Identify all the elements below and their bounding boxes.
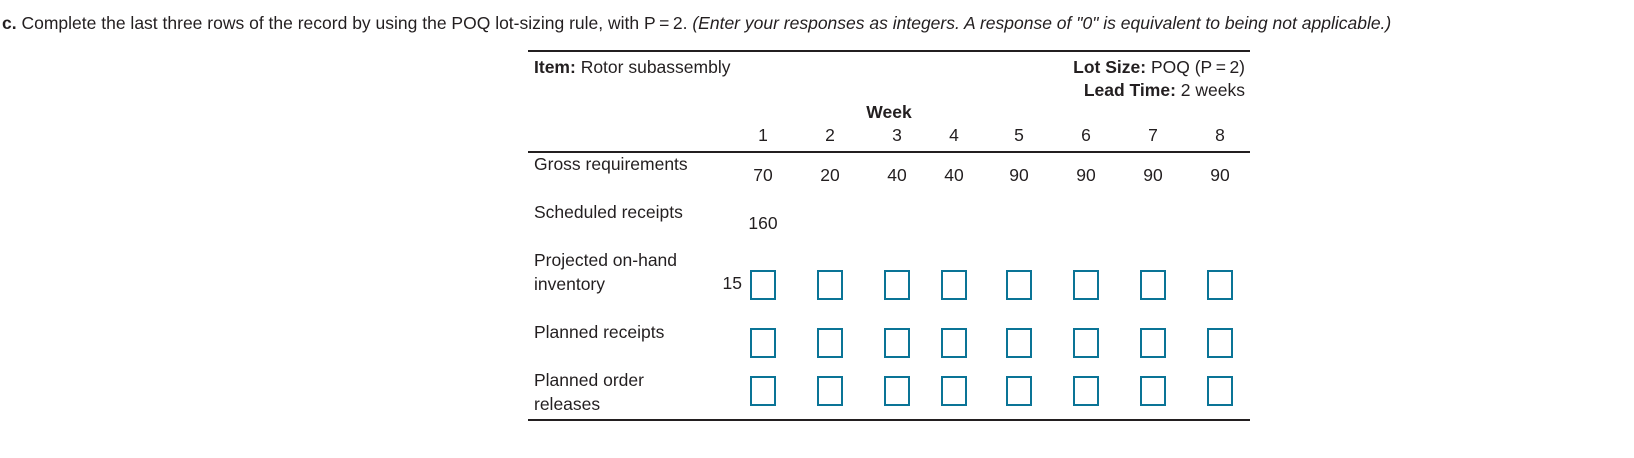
input-projected-on-hand-inventory-week-2[interactable] <box>817 270 843 300</box>
table-bottom-rule <box>528 419 1250 421</box>
table-header-rule <box>528 151 1250 153</box>
row-planned-order-releases: Planned order releases <box>528 369 1250 419</box>
question-text: Complete the last three rows of the reco… <box>21 13 688 33</box>
input-projected-on-hand-inventory-week-7[interactable] <box>1140 270 1166 300</box>
question-label: c. <box>2 13 17 33</box>
item-label: Item: <box>534 57 576 77</box>
cell-gross-requirements-week-1: 70 <box>753 165 773 185</box>
row-scheduled-receipts: Scheduled receipts 160 <box>528 201 1250 249</box>
cell-gross-requirements-week-4: 40 <box>944 165 964 185</box>
input-projected-on-hand-inventory-week-4[interactable] <box>941 270 967 300</box>
cell-gross-requirements-week-7: 90 <box>1143 165 1163 185</box>
week-number-header: 1 2 3 4 5 6 7 8 <box>528 125 1250 151</box>
item-value: Rotor subassembly <box>580 57 731 77</box>
input-projected-on-hand-inventory-week-8[interactable] <box>1207 270 1233 300</box>
row-label-scheduled-receipts: Scheduled receipts <box>534 202 683 222</box>
week-number-4: 4 <box>949 125 959 145</box>
lot-size-line: Lot Size: POQ (P = 2) <box>1073 57 1245 78</box>
week-number-6: 6 <box>1081 125 1091 145</box>
row-planned-receipts: Planned receipts <box>528 321 1250 369</box>
row-label-projected-on-hand-inventory: Projected on-hand inventory <box>534 250 678 294</box>
input-planned-receipts-week-7[interactable] <box>1140 328 1166 358</box>
question-instruction-italic: (Enter your responses as integers. A res… <box>692 13 1392 33</box>
cell-gross-requirements-week-8: 90 <box>1210 165 1230 185</box>
lead-time-label: Lead Time: <box>1083 80 1176 100</box>
row-projected-on-hand-inventory: Projected on-hand inventory 15 <box>528 249 1250 321</box>
worksheet-header: Item: Rotor subassembly Lot Size: POQ (P… <box>528 52 1250 125</box>
input-planned-order-releases-week-1[interactable] <box>750 376 776 406</box>
input-planned-receipts-week-4[interactable] <box>941 328 967 358</box>
lead-time-line: Lead Time: 2 weeks <box>1084 80 1245 101</box>
week-number-5: 5 <box>1014 125 1024 145</box>
row-label-planned-receipts: Planned receipts <box>534 322 665 342</box>
cell-gross-requirements-week-5: 90 <box>1009 165 1029 185</box>
week-number-8: 8 <box>1215 125 1225 145</box>
input-planned-order-releases-week-5[interactable] <box>1006 376 1032 406</box>
input-projected-on-hand-inventory-week-6[interactable] <box>1073 270 1099 300</box>
cell-gross-requirements-week-2: 20 <box>820 165 840 185</box>
row-label-planned-order-releases: Planned order releases <box>534 370 644 414</box>
lot-size-label: Lot Size: <box>1073 57 1147 77</box>
cell-scheduled-receipts-week-1: 160 <box>748 213 778 233</box>
input-planned-receipts-week-5[interactable] <box>1006 328 1032 358</box>
row-label-gross-requirements: Gross requirements <box>534 154 688 174</box>
mrp-worksheet: Item: Rotor subassembly Lot Size: POQ (P… <box>528 50 1250 421</box>
input-planned-order-releases-week-7[interactable] <box>1140 376 1166 406</box>
table-top-rule <box>528 50 1250 52</box>
beginning-on-hand-value: 15 <box>722 273 742 293</box>
week-number-3: 3 <box>892 125 902 145</box>
row-gross-requirements: Gross requirements 70 20 40 40 90 90 90 90 <box>528 153 1250 201</box>
item-line: Item: Rotor subassembly <box>534 57 730 78</box>
input-projected-on-hand-inventory-week-5[interactable] <box>1006 270 1032 300</box>
input-planned-receipts-week-6[interactable] <box>1073 328 1099 358</box>
input-planned-receipts-week-2[interactable] <box>817 328 843 358</box>
input-projected-on-hand-inventory-week-3[interactable] <box>884 270 910 300</box>
lot-size-value: POQ (P = 2) <box>1150 57 1245 77</box>
input-planned-receipts-week-8[interactable] <box>1207 328 1233 358</box>
cell-gross-requirements-week-6: 90 <box>1076 165 1096 185</box>
week-number-1: 1 <box>758 125 768 145</box>
week-number-7: 7 <box>1148 125 1158 145</box>
input-planned-order-releases-week-6[interactable] <box>1073 376 1099 406</box>
lead-time-value: 2 weeks <box>1180 80 1245 100</box>
input-planned-receipts-week-3[interactable] <box>884 328 910 358</box>
input-planned-order-releases-week-3[interactable] <box>884 376 910 406</box>
cell-gross-requirements-week-3: 40 <box>887 165 907 185</box>
week-caption: Week <box>866 102 912 122</box>
input-planned-order-releases-week-8[interactable] <box>1207 376 1233 406</box>
week-number-2: 2 <box>825 125 835 145</box>
input-planned-receipts-week-1[interactable] <box>750 328 776 358</box>
input-planned-order-releases-week-2[interactable] <box>817 376 843 406</box>
input-projected-on-hand-inventory-week-1[interactable] <box>750 270 776 300</box>
input-planned-order-releases-week-4[interactable] <box>941 376 967 406</box>
question-prompt: c. Complete the last three rows of the r… <box>2 12 1391 34</box>
